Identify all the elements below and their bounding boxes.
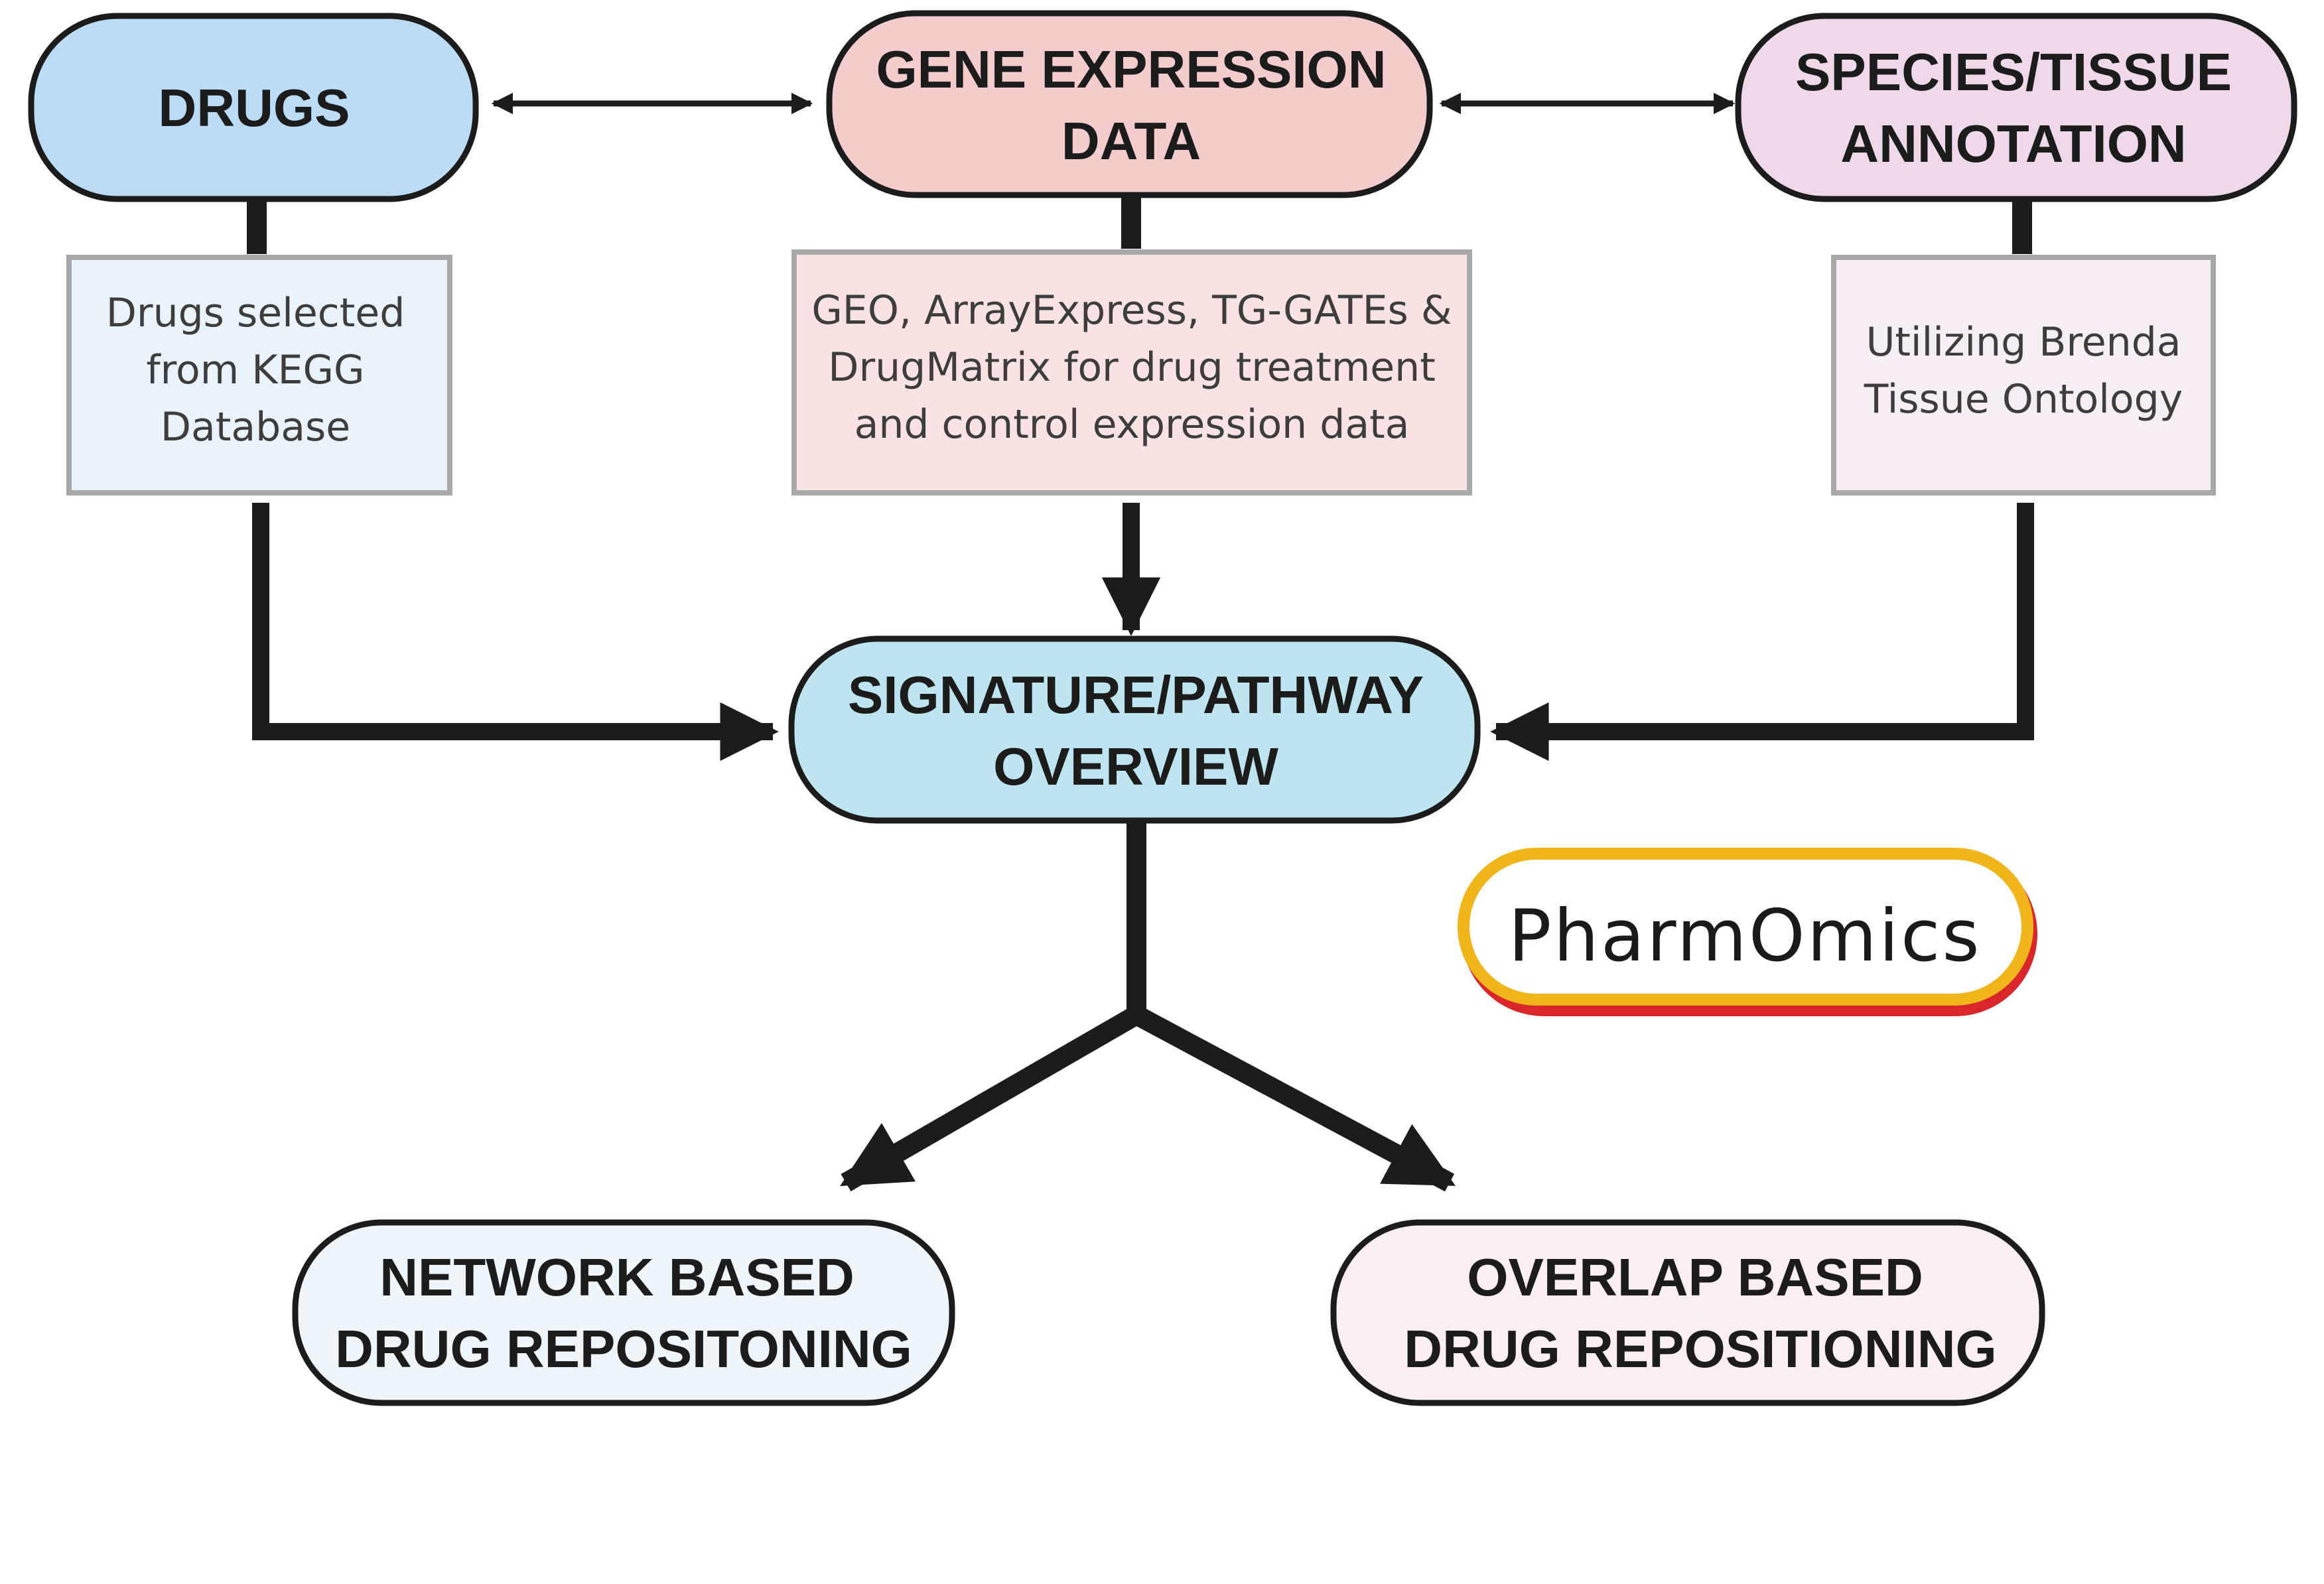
connectors — [247, 92, 2034, 1192]
node-gene-expression-title-2: DATA — [1061, 111, 1201, 170]
node-drugs-title-1: DRUGS — [159, 78, 350, 137]
arrow-drugs-to-signature — [252, 503, 779, 761]
note-gene-expression-line-2: DrugMatrix for drug treatment — [828, 344, 1435, 391]
node-overlap-based: OVERLAP BASED DRUG REPOSITIONING — [1330, 1219, 2045, 1406]
split-to-overlap — [1131, 1006, 1456, 1192]
node-signature-pathway-title-2: OVERVIEW — [993, 737, 1278, 796]
node-species-tissue-title-1: SPECIES/TISSUE — [1795, 42, 2232, 101]
note-gene-expression-line-1: GEO, ArrayExpress, TG-GATEs & — [811, 287, 1452, 334]
node-network-based-title-2: DRUG REPOSITONING — [335, 1319, 912, 1378]
note-gene-expression: GEO, ArrayExpress, TG-GATEs & DrugMatrix… — [791, 249, 1472, 495]
node-overlap-based-title-2: DRUG REPOSITIONING — [1404, 1319, 1996, 1378]
note-drugs: Drugs selected from KEGG Database — [66, 255, 452, 495]
note-drugs-line-3: Database — [161, 404, 350, 450]
note-drugs-line-2: from KEGG — [147, 347, 365, 393]
node-network-based-title-1: NETWORK BASED — [379, 1248, 854, 1307]
note-gene-expression-line-3: and control expression data — [854, 401, 1410, 448]
node-network-based: NETWORK BASED DRUG REPOSITONING — [292, 1219, 955, 1406]
note-species-tissue: Utilizing Brenda Tissue Ontology — [1831, 255, 2216, 495]
node-gene-expression: GENE EXPRESSION DATA — [826, 10, 1433, 198]
note-species-tissue-line-2: Tissue Ontology — [1864, 376, 2183, 423]
node-signature-pathway-title-1: SIGNATURE/PATHWAY — [848, 665, 1424, 724]
arrow-species-to-signature — [1490, 503, 2034, 761]
node-overlap-based-title-1: OVERLAP BASED — [1467, 1248, 1923, 1307]
node-species-tissue-title-2: ANNOTATION — [1840, 114, 2186, 173]
node-signature-pathway: SIGNATURE/PATHWAY OVERVIEW — [788, 635, 1481, 824]
split-to-network — [840, 823, 1146, 1191]
note-species-tissue-line-1: Utilizing Brenda — [1866, 319, 2181, 365]
pharmomics-logo: PharmOmics — [1458, 848, 2037, 1016]
node-drugs: DRUGS — [28, 13, 479, 202]
node-gene-expression-title-1: GENE EXPRESSION — [876, 40, 1386, 99]
node-species-tissue: SPECIES/TISSUE ANNOTATION — [1735, 13, 2297, 202]
pharmomics-logo-text: PharmOmics — [1508, 895, 1981, 978]
note-drugs-line-1: Drugs selected — [106, 290, 405, 336]
